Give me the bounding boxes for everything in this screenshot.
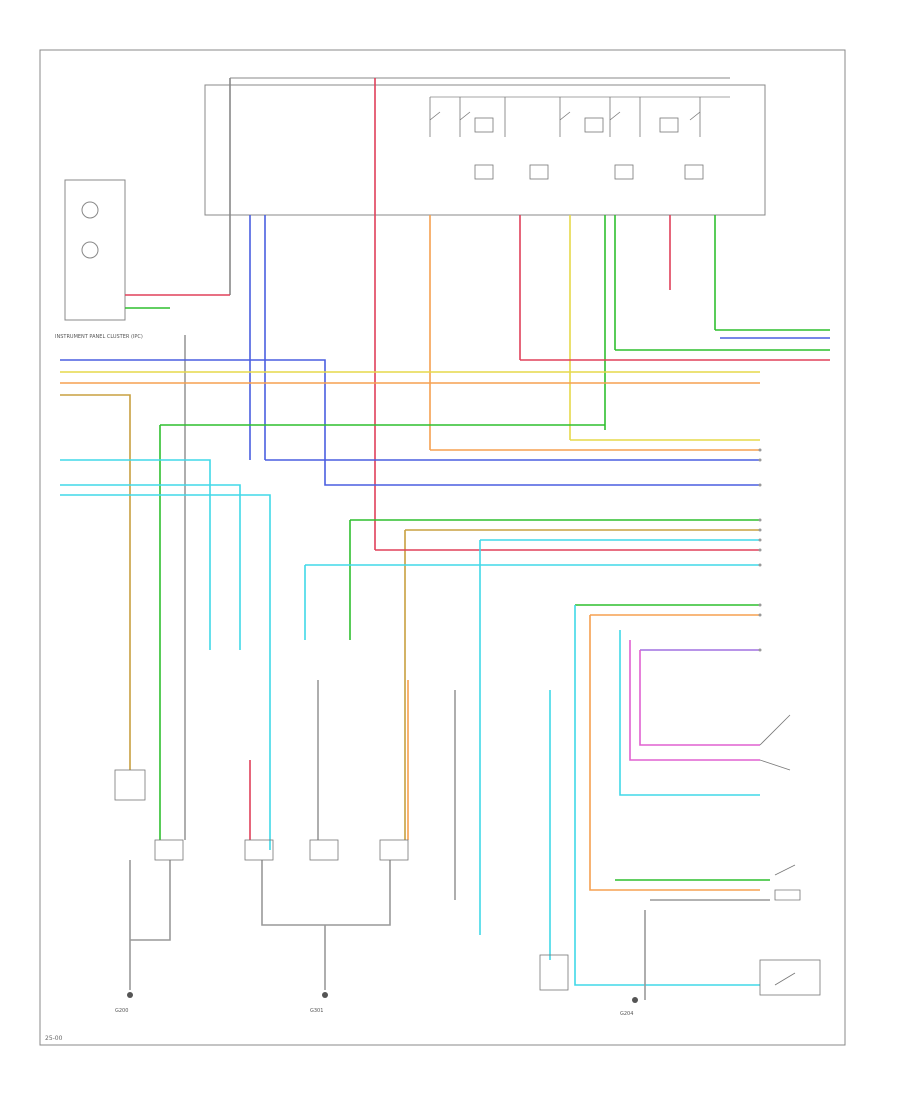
ground-right-label: G204 xyxy=(620,1011,633,1017)
ground-left-label: G200 xyxy=(115,1008,128,1014)
relay-switches xyxy=(429,97,704,180)
right-switches xyxy=(759,714,821,996)
instrument-cluster-box xyxy=(64,179,126,321)
lamp-sockets xyxy=(114,769,569,991)
lower-wires xyxy=(129,680,646,1000)
corner-code: 25-00 xyxy=(45,1035,63,1042)
trailer-connector-pins xyxy=(758,448,762,652)
horizontal-wires xyxy=(60,294,830,986)
ground-symbols xyxy=(127,992,638,1003)
top-module-box xyxy=(204,84,766,216)
cluster-lamp-2 xyxy=(81,241,99,259)
cluster-lamp-1 xyxy=(81,201,99,219)
ground-mid-label: G301 xyxy=(310,1008,323,1014)
instrument-cluster-label: INSTRUMENT PANEL CLUSTER (IPC) xyxy=(55,334,143,340)
diagram-border xyxy=(39,49,846,1046)
vertical-wires xyxy=(184,78,716,840)
